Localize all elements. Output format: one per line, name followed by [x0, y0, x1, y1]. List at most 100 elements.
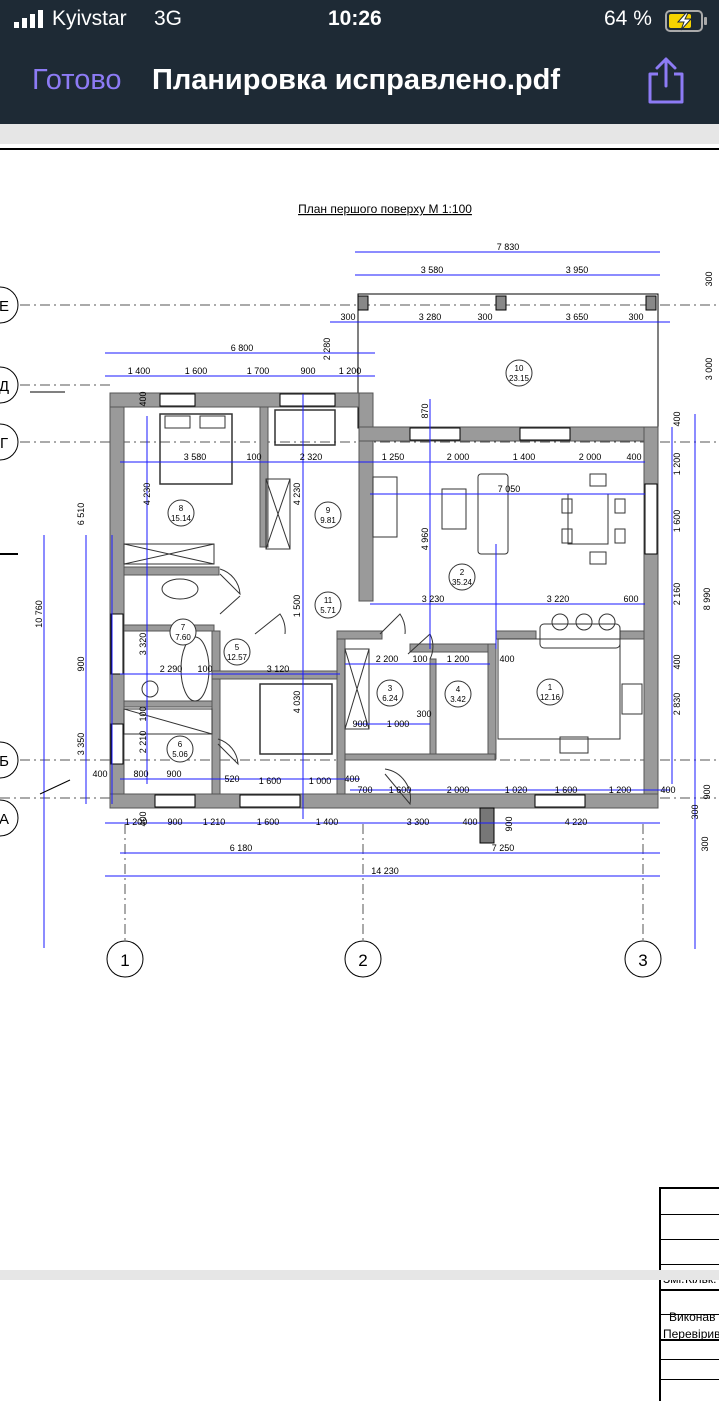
svg-text:300: 300 [340, 312, 355, 322]
svg-text:4 030: 4 030 [292, 691, 302, 714]
svg-text:1 500: 1 500 [292, 595, 302, 618]
svg-text:100: 100 [197, 664, 212, 674]
svg-text:800: 800 [133, 769, 148, 779]
svg-text:2 160: 2 160 [672, 583, 682, 606]
executed-label: Виконав [669, 1310, 716, 1324]
svg-text:4 230: 4 230 [292, 483, 302, 506]
room-5-label: 5 12.57 [223, 638, 251, 666]
network-type: 3G [154, 7, 183, 30]
svg-text:3 000: 3 000 [704, 358, 714, 381]
title-block-line [661, 1239, 719, 1240]
svg-text:6 800: 6 800 [231, 343, 254, 353]
svg-text:Г: Г [0, 435, 8, 452]
svg-text:1 210: 1 210 [203, 817, 226, 827]
svg-text:9: 9 [326, 506, 331, 515]
svg-text:7: 7 [181, 623, 186, 632]
pdf-viewer-topbar: Kyivstar 3G 10:26 64 % Готово Планировка… [0, 0, 719, 124]
svg-text:300: 300 [690, 804, 700, 819]
svg-text:900: 900 [166, 769, 181, 779]
floor-plan-drawing: План першого поверху М 1:100 1 2 3 [0, 148, 719, 978]
svg-text:1 250: 1 250 [382, 452, 405, 462]
svg-text:300: 300 [704, 271, 714, 286]
document-title: Планировка исправлено.pdf [152, 64, 560, 96]
svg-text:7 250: 7 250 [492, 843, 515, 853]
svg-text:3 350: 3 350 [76, 733, 86, 756]
svg-text:3 300: 3 300 [407, 817, 430, 827]
svg-text:3 120: 3 120 [267, 664, 290, 674]
svg-text:5.06: 5.06 [172, 750, 188, 759]
battery-charging-icon [665, 10, 707, 32]
svg-text:2 000: 2 000 [579, 452, 602, 462]
svg-text:870: 870 [420, 403, 430, 418]
svg-text:2 000: 2 000 [447, 452, 470, 462]
axis-marker-2: 2 [344, 940, 382, 978]
page-gap-bottom [0, 1270, 719, 1280]
pdf-page[interactable]: План першого поверху М 1:100 1 2 3 [0, 144, 719, 1401]
room-7-label: 7 7.60 [169, 618, 197, 646]
svg-text:900: 900 [352, 719, 367, 729]
status-bar: Kyivstar 3G 10:26 64 % [0, 0, 719, 40]
drawing-title: План першого поверху М 1:100 [298, 202, 472, 216]
room-labels: 1 12.16 2 35.24 3 6.24 4 3.42 5 12.5 [166, 359, 564, 763]
axis-marker-a: А [0, 799, 19, 837]
svg-text:400: 400 [92, 769, 107, 779]
svg-text:Е: Е [0, 298, 9, 315]
svg-text:9.81: 9.81 [320, 516, 336, 525]
room-8-label: 8 15.14 [167, 499, 195, 527]
svg-text:1 200: 1 200 [672, 453, 682, 476]
svg-text:2 200: 2 200 [376, 654, 399, 664]
svg-text:2 280: 2 280 [322, 338, 332, 361]
title-block-line [661, 1289, 719, 1291]
svg-text:1 200: 1 200 [339, 366, 362, 376]
svg-text:3 580: 3 580 [184, 452, 207, 462]
signal-icon [14, 10, 43, 28]
axis-marker-e: Е [0, 286, 19, 324]
svg-text:12.16: 12.16 [540, 693, 561, 702]
svg-text:3: 3 [388, 684, 393, 693]
done-button[interactable]: Готово [32, 64, 122, 96]
svg-text:100: 100 [412, 654, 427, 664]
svg-text:1 200: 1 200 [447, 654, 470, 664]
svg-text:2 830: 2 830 [672, 693, 682, 716]
share-icon[interactable] [646, 56, 686, 104]
svg-text:23.15: 23.15 [509, 374, 530, 383]
svg-text:1 020: 1 020 [505, 785, 528, 795]
svg-text:7 050: 7 050 [498, 484, 521, 494]
svg-text:7 830: 7 830 [497, 242, 520, 252]
svg-text:1 400: 1 400 [316, 817, 339, 827]
svg-text:900: 900 [504, 816, 514, 831]
room-1-label: 1 12.16 [536, 678, 564, 706]
svg-text:1 600: 1 600 [257, 817, 280, 827]
svg-text:400: 400 [344, 774, 359, 784]
svg-text:А: А [0, 811, 9, 828]
svg-text:1 600: 1 600 [672, 510, 682, 533]
battery-percent: 64 % [604, 7, 652, 30]
furniture [123, 409, 643, 755]
svg-text:1 700: 1 700 [247, 366, 270, 376]
axis-marker-3: 3 [624, 940, 662, 978]
svg-text:3.42: 3.42 [450, 695, 466, 704]
svg-text:3 280: 3 280 [419, 312, 442, 322]
page-gap [0, 124, 719, 144]
svg-text:900: 900 [702, 784, 712, 799]
svg-text:6.24: 6.24 [382, 694, 398, 703]
room-3-label: 3 6.24 [376, 679, 404, 707]
svg-text:300: 300 [628, 312, 643, 322]
title-block-line [661, 1214, 719, 1215]
title-block-line [661, 1264, 719, 1265]
svg-text:600: 600 [623, 594, 638, 604]
svg-text:10 760: 10 760 [34, 600, 44, 628]
svg-text:400: 400 [672, 411, 682, 426]
svg-text:1 600: 1 600 [259, 776, 282, 786]
axis-marker-1: 1 [106, 940, 144, 978]
svg-text:900: 900 [76, 656, 86, 671]
svg-text:15.14: 15.14 [171, 514, 192, 523]
svg-text:2 320: 2 320 [300, 452, 323, 462]
svg-text:3 230: 3 230 [422, 594, 445, 604]
svg-text:100: 100 [246, 452, 261, 462]
svg-text:1 200: 1 200 [609, 785, 632, 795]
svg-text:1 600: 1 600 [555, 785, 578, 795]
svg-text:1 000: 1 000 [309, 776, 332, 786]
svg-text:900: 900 [167, 817, 182, 827]
carrier-name: Kyivstar [52, 7, 127, 30]
